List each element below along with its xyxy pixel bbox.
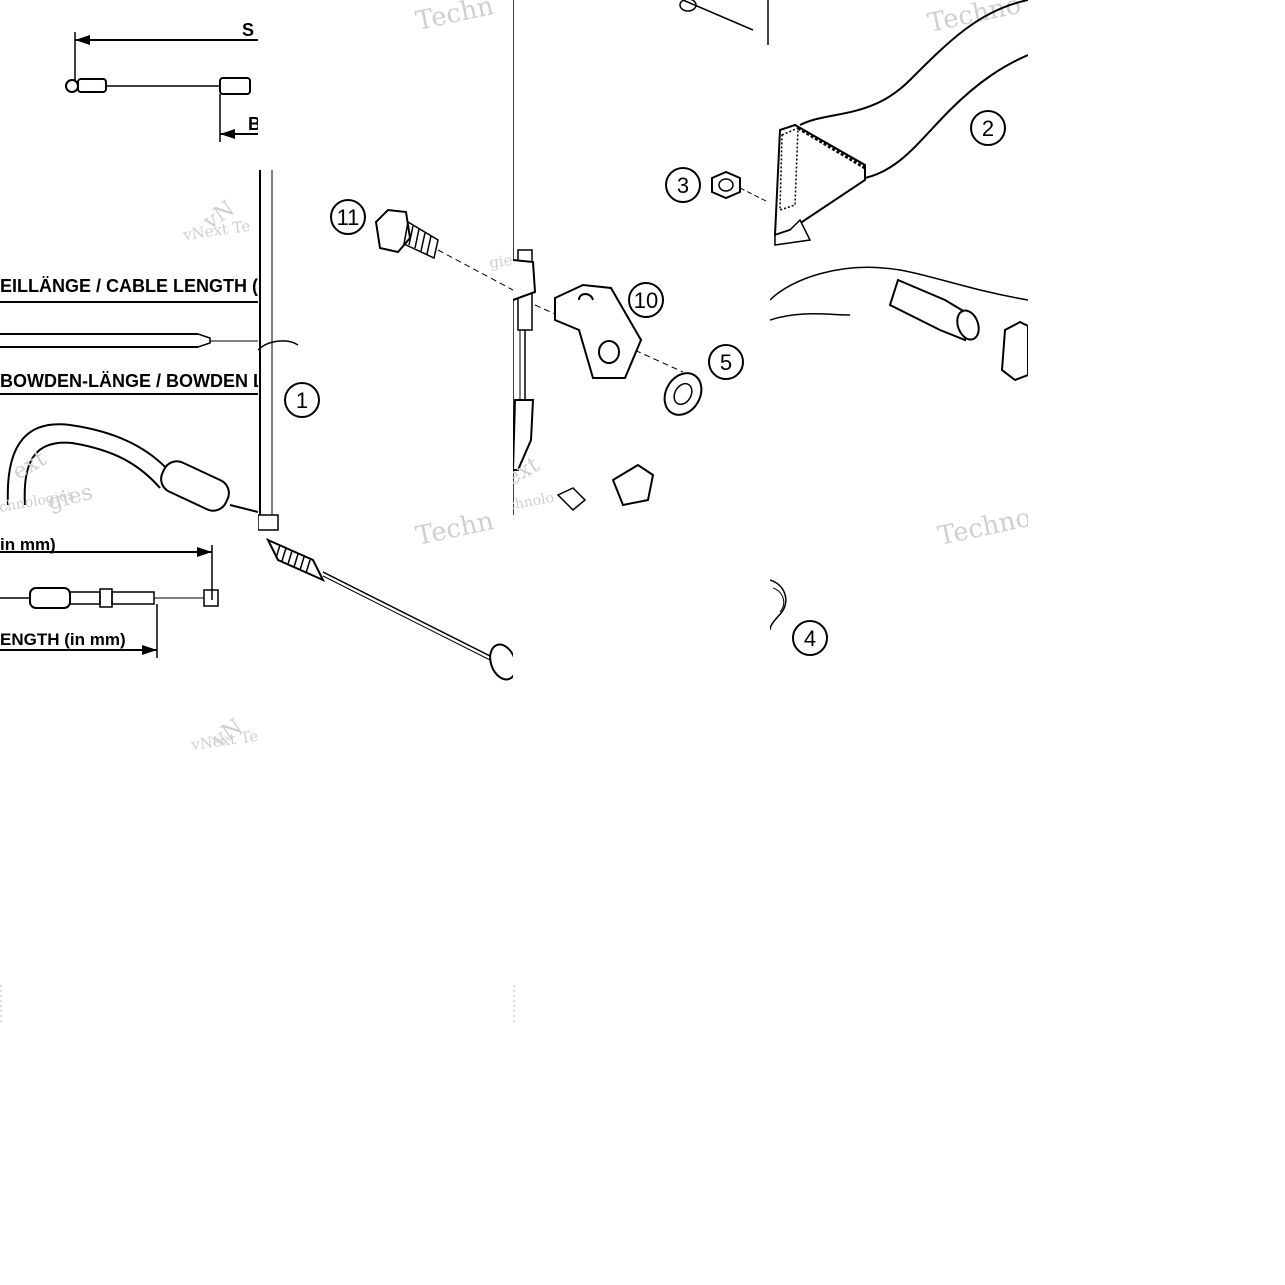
nut-part-3: 3 <box>665 167 769 203</box>
svg-text:1: 1 <box>296 388 308 413</box>
svg-text:Techno: Techno <box>935 503 1028 552</box>
nut-on-pin <box>1000 320 1028 382</box>
callout-11: 11 <box>330 199 366 235</box>
tile-brake-pedal: Techno 2 vNext Te <box>770 0 1028 780</box>
cable-dimensions-drawing: S B vNext Te vN EILLÄNGE / CABLE LENGTH … <box>0 20 258 754</box>
cable-length-heading: EILLÄNGE / CABLE LENGTH ( <box>0 276 258 296</box>
dim-label-s: S <box>242 20 254 40</box>
svg-text:11: 11 <box>337 205 360 230</box>
tile-cable-dimensions: S B vNext Te vN EILLÄNGE / CABLE LENGTH … <box>0 0 258 785</box>
callout-2: 2 <box>970 110 1006 146</box>
brake-pedal-part-2 <box>773 0 1028 246</box>
bracket-part-10 <box>554 283 643 379</box>
svg-text:10: 10 <box>634 288 658 313</box>
bolt-part-11 <box>374 208 513 291</box>
bowden-length-heading: BOWDEN-LÄNGE / BOWDEN LI <box>0 371 258 391</box>
in-mm-label: in mm) <box>0 535 56 554</box>
lever-bracket-drawing: 10 5 chnolo ext <box>513 0 769 515</box>
tile-nut-3: 3 <box>660 160 770 220</box>
spring-part-4 <box>770 579 787 631</box>
svg-text:2: 2 <box>982 116 994 141</box>
cable-end-adjuster <box>258 514 513 681</box>
svg-text:vNext Te: vNext Te <box>770 735 771 762</box>
tile-lever-bracket: 10 5 chnolo ext <box>513 0 770 515</box>
cable-bolt-drawing: Techn 11 <box>258 0 513 681</box>
edge-fragment-left <box>0 985 6 1025</box>
callout-1: 1 <box>284 382 320 418</box>
tile-watermark-fragment: Techn <box>513 515 770 545</box>
pivot-pin <box>888 278 980 342</box>
callout-10: 10 <box>628 282 664 318</box>
svg-text:gies: gies <box>45 480 95 516</box>
svg-text:3: 3 <box>677 173 689 198</box>
tile-cable-bolt: Techn 11 <box>258 0 513 785</box>
length-in-mm-label: ENGTH (in mm) <box>0 630 126 649</box>
edge-fragment-center <box>512 985 518 1025</box>
svg-text:Techn: Techn <box>413 0 497 37</box>
callout-4: 4 <box>792 620 828 656</box>
dim-label-b: B <box>248 114 258 134</box>
svg-text:chnolo: chnolo <box>513 490 555 514</box>
svg-text:4: 4 <box>804 626 816 651</box>
brake-pedal-drawing: Techno 2 vNext Te <box>770 0 1028 762</box>
svg-text:Techn: Techn <box>413 506 497 552</box>
star-washer-part-5 <box>663 372 703 416</box>
callout-5: 5 <box>708 344 744 380</box>
svg-text:gies: gies <box>488 250 513 272</box>
svg-text:5: 5 <box>720 350 732 375</box>
